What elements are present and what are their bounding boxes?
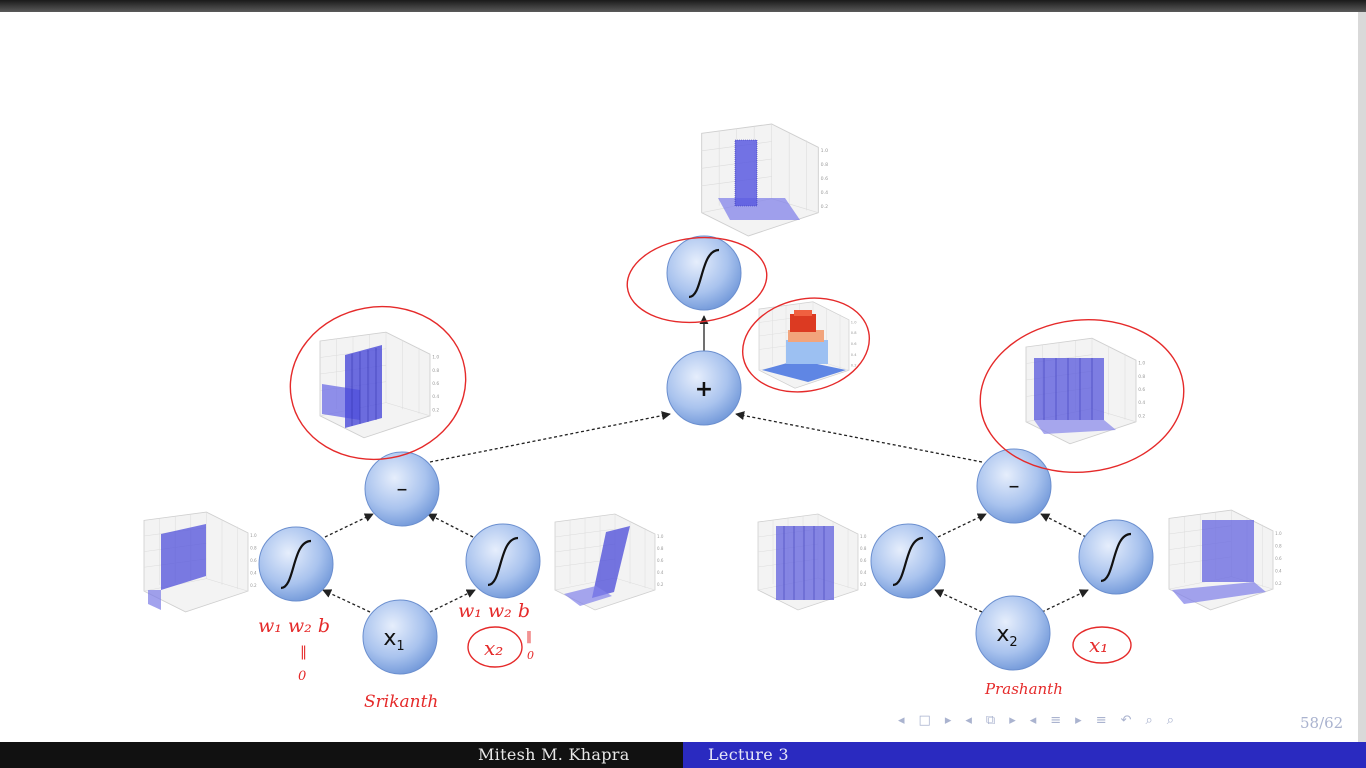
nav-zoom-icon[interactable]: ⌕: [1166, 712, 1175, 728]
nav-subsection-prev-icon[interactable]: ◂: [1029, 712, 1037, 728]
node-left-sigmoid-a: [258, 526, 334, 602]
sigmoid-curve-icon: [1100, 532, 1132, 583]
window-right-edge: [1358, 12, 1366, 742]
plot-sum-bump: [758, 301, 858, 389]
ink-circle-output: [626, 236, 768, 324]
footer-lecture: Lecture 3: [708, 745, 789, 764]
footer-lecture-panel: [683, 742, 1366, 768]
ink-circle-x2-annotation: [467, 626, 523, 668]
node-sum: +: [666, 350, 742, 426]
footer-author-panel: [0, 742, 683, 768]
plot-left-sig-b: [554, 513, 665, 611]
ink-name-left: Srikanth: [364, 692, 438, 712]
svg-text:x1: x1: [383, 626, 404, 654]
x1-subscript: 1: [396, 639, 404, 654]
node-left-diff: –: [364, 451, 440, 527]
edge-x2-to-right-sig-b: [1041, 589, 1089, 613]
node-right-sigmoid-a: [870, 523, 946, 599]
sigmoid-curve-icon: [892, 536, 924, 587]
plot-right-sig-b: [1168, 509, 1283, 611]
node-right-sigmoid-b: [1078, 519, 1154, 595]
ink-circled-x1: x₁: [1089, 633, 1108, 657]
nav-section-prev-icon[interactable]: ◂: [965, 712, 972, 728]
edge-left-sig-a-to-diff: [324, 513, 374, 538]
nav-frame-icon[interactable]: □: [918, 712, 931, 728]
right-diff-label: –: [1009, 474, 1020, 499]
sum-label: +: [695, 377, 713, 402]
edge-x1-to-left-sig-b: [429, 589, 476, 613]
ink-equals-right: ‖: [526, 629, 532, 643]
sigmoid-curve-icon: [487, 536, 519, 587]
nav-frame-prev-icon[interactable]: ◂: [898, 712, 905, 728]
page-number: 58/62: [1300, 714, 1344, 732]
window-top-bar: [0, 0, 1366, 12]
nav-frame-next-icon[interactable]: ▸: [944, 712, 952, 728]
node-right-diff: –: [976, 448, 1052, 524]
edge-x1-to-left-sig-a: [322, 589, 371, 613]
ink-circle-sum-plot: [741, 297, 871, 393]
ink-equals-left: ‖: [300, 644, 307, 660]
node-left-sigmoid-b: [465, 523, 541, 599]
nav-subsection-icon[interactable]: ≡: [1050, 712, 1062, 728]
nav-back-icon[interactable]: ↶: [1120, 712, 1132, 728]
plot-output-tower: [701, 123, 829, 237]
x1-label: x: [383, 626, 396, 651]
nav-section-next-icon[interactable]: ▸: [1009, 712, 1016, 728]
ink-name-right: Prashanth: [984, 680, 1063, 698]
node-input-x1: x1: [362, 599, 438, 675]
footer-author: Mitesh M. Khapra: [478, 745, 630, 764]
node-input-x2: x2: [975, 595, 1051, 671]
edge-x2-to-right-sig-a: [934, 589, 983, 613]
node-output-sigmoid: [666, 235, 742, 311]
plot-right-diff-ridge: [1025, 337, 1147, 445]
plot-left-sig-a: [143, 511, 258, 613]
nav-subsection-next-icon[interactable]: ▸: [1075, 712, 1082, 728]
edge-left-diff-to-sum: [429, 411, 671, 463]
x2-subscript: 2: [1009, 635, 1017, 650]
beamer-navigation: ◂ □ ▸ ◂ ⧉ ▸ ◂ ≡ ▸ ≡ ↶ ⌕ ⌕: [898, 708, 1174, 732]
left-diff-label: –: [397, 477, 408, 502]
neural-network-diagram: 1.00.80.6 0.40.2: [143, 123, 1283, 712]
x2-label: x: [996, 622, 1009, 647]
ink-circle-right-ridge: [979, 318, 1185, 474]
ink-circled-x2: x₂: [484, 636, 503, 660]
plot-left-diff-ridge: [319, 331, 441, 439]
ink-zero-left: 0: [298, 669, 306, 684]
edge-left-sig-b-to-diff: [427, 513, 474, 538]
nav-search-icon[interactable]: ⌕: [1145, 712, 1153, 728]
svg-text:x2: x2: [996, 622, 1017, 650]
edge-right-sig-a-to-diff: [937, 513, 987, 538]
sigmoid-curve-icon: [688, 248, 720, 299]
ink-right-weights: w₁ w₂ b: [458, 600, 530, 622]
edge-right-sig-b-to-diff: [1040, 513, 1087, 538]
ink-left-weights: w₁ w₂ b: [258, 615, 330, 637]
ink-zero-right: 0: [527, 649, 534, 662]
ink-circle-x1-annotation: [1072, 626, 1132, 664]
nav-toc-icon[interactable]: ≡: [1095, 712, 1107, 728]
ink-circle-left-ridge: [289, 305, 467, 461]
sigmoid-curve-icon: [280, 539, 312, 590]
nav-section-icon[interactable]: ⧉: [985, 712, 996, 728]
plot-right-sig-a: [757, 513, 868, 611]
edge-right-diff-to-sum: [735, 411, 983, 463]
